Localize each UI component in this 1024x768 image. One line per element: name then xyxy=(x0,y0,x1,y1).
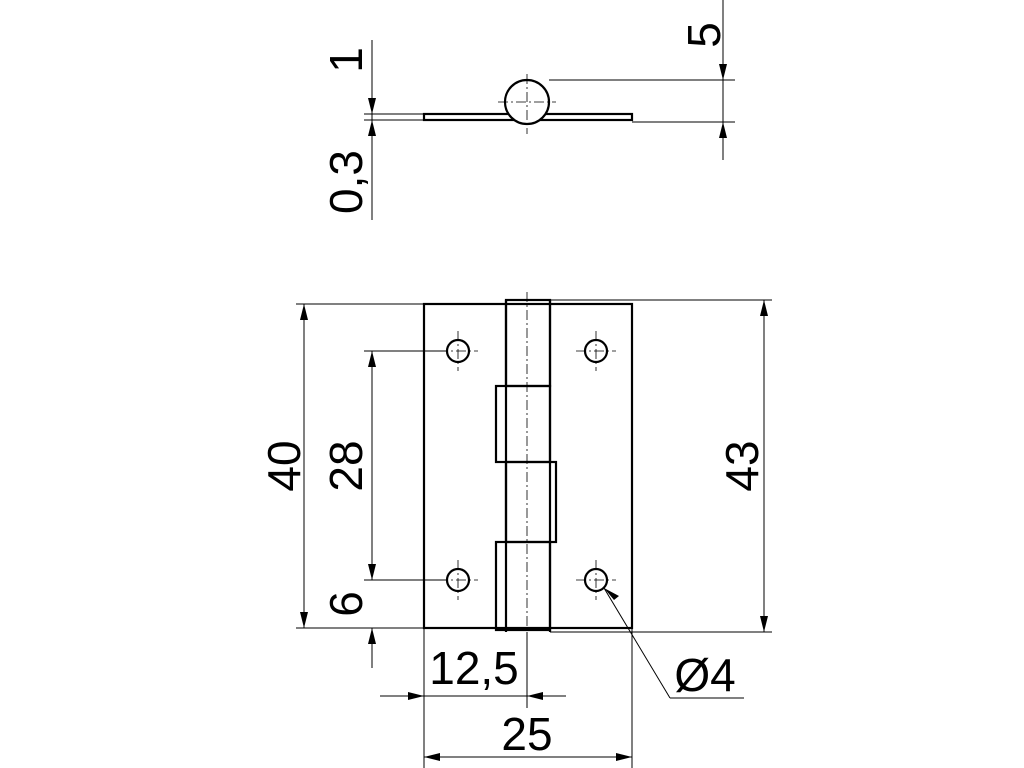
holes xyxy=(438,331,616,600)
side-view: 5 1 0,3 xyxy=(320,0,735,220)
arrow-head xyxy=(719,64,727,80)
knuckle-bottom xyxy=(494,540,552,632)
arrow-head xyxy=(604,588,619,600)
arrow-head xyxy=(368,98,376,114)
dim-label-pin-length: 43 xyxy=(716,440,768,491)
dim-label-overall-width: 25 xyxy=(501,708,552,760)
front-view: 40 28 6 43 12,5 Ø4 2 xyxy=(258,292,772,768)
dim-label-leaf-gap: 1 xyxy=(320,47,372,73)
dim-label-pin-offset: 5 xyxy=(678,22,730,48)
leader-line xyxy=(603,587,671,699)
knuckle-middle xyxy=(494,384,552,464)
hinge-outline xyxy=(422,302,634,630)
knuckle-top xyxy=(504,298,552,388)
arrow-head xyxy=(719,122,727,138)
dim-label-leaf-height: 40 xyxy=(258,440,310,491)
dim-label-hole-diameter: Ø4 xyxy=(674,649,735,701)
dim-label-hole-edge-offset: 6 xyxy=(320,591,372,617)
dim-label-half-width: 12,5 xyxy=(429,642,519,694)
knuckle-lower xyxy=(504,460,558,544)
dim-label-leaf-thickness: 0,3 xyxy=(320,150,372,214)
dim-label-hole-spacing: 28 xyxy=(320,440,372,491)
arrow-head xyxy=(368,120,376,136)
